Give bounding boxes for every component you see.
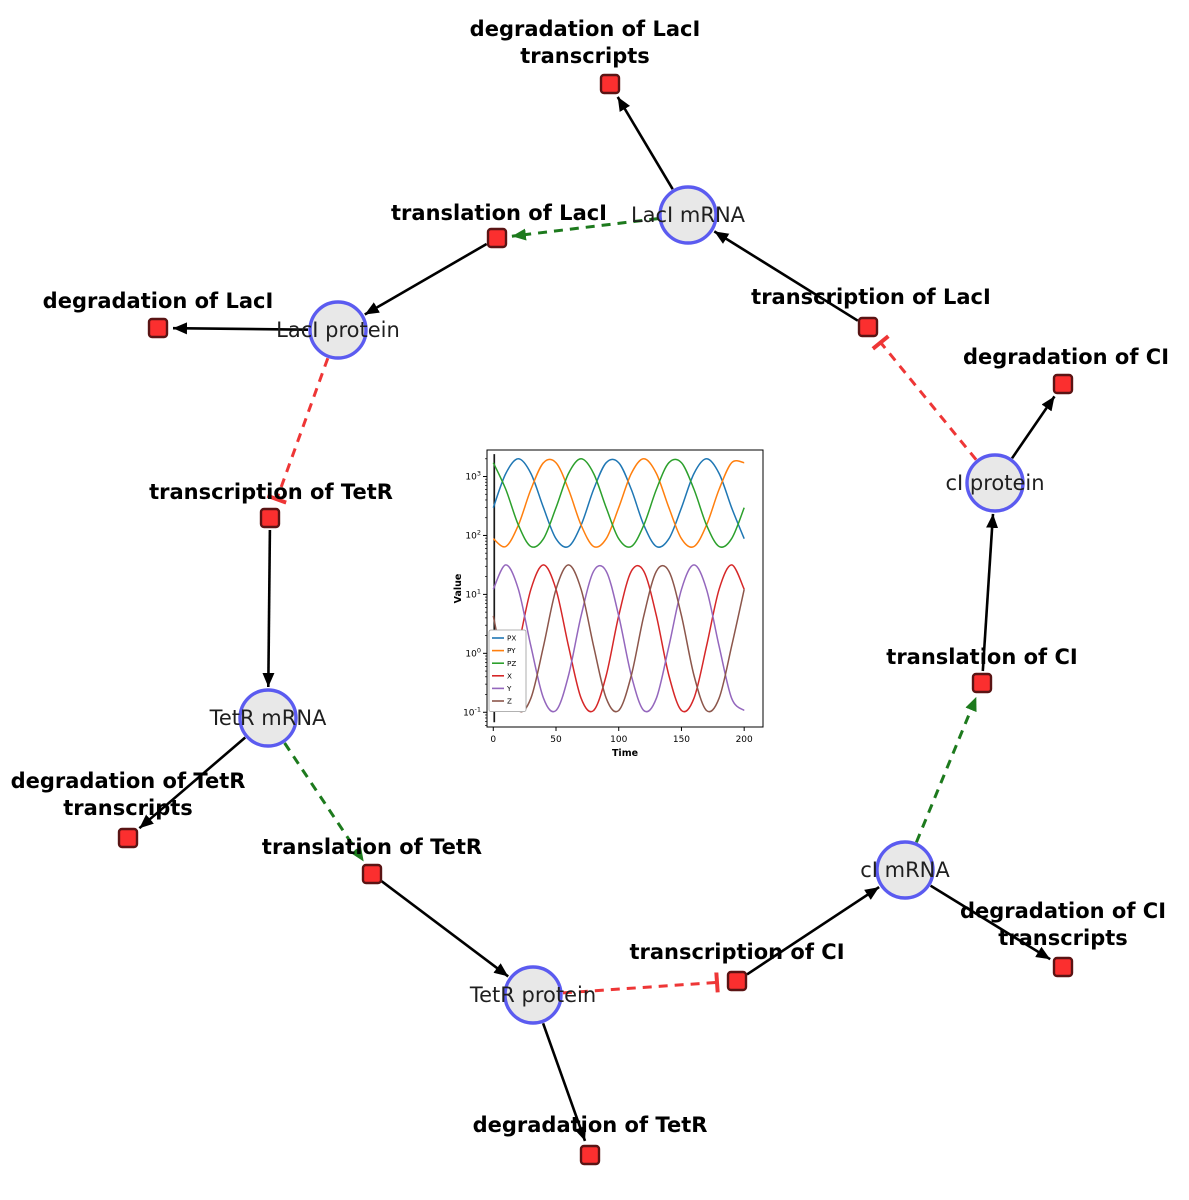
reaction-label-deg_laci_tx: degradation of LacI: [470, 17, 701, 41]
species-node-laci_mrna[interactable]: [658, 185, 718, 245]
reaction-node-deg_tetr_tx[interactable]: [117, 827, 139, 849]
reaction-node-deg_laci[interactable]: [147, 317, 169, 339]
reaction-node-transcription_tetr[interactable]: [259, 507, 281, 529]
y-axis-title: Value: [453, 574, 464, 604]
species-label-laci_prot: LacI protein: [276, 318, 400, 342]
legend-label-Y: Y: [506, 684, 512, 693]
reaction-label-deg_tetr_tx: degradation of TetR: [11, 769, 246, 793]
edge-laci_prot-transcription_tetr: [266, 357, 330, 505]
series-line-PY: [492, 458, 745, 548]
reaction-label-transcription_tetr: transcription of TetR: [149, 480, 393, 504]
edge-tetr_mrna-deg_tetr_tx: [138, 736, 247, 830]
reaction-node-transcription_laci[interactable]: [857, 316, 879, 338]
reaction-label-deg_ci_tx: transcripts: [998, 926, 1128, 950]
species-node-ci_mrna[interactable]: [875, 840, 935, 900]
edge-laci_mrna-translation_laci: [511, 217, 659, 241]
reaction-label-translation_ci: translation of CI: [886, 645, 1077, 669]
species-node-ci_prot[interactable]: [965, 453, 1025, 513]
reaction-node-translation_laci[interactable]: [486, 227, 508, 249]
series-line-Z: [492, 564, 745, 713]
reaction-label-transcription_ci: transcription of CI: [629, 940, 844, 964]
series-line-PZ: [492, 458, 745, 548]
x-tick-label: 0: [490, 735, 496, 745]
species-label-ci_mrna: cI mRNA: [860, 858, 950, 882]
reaction-node-translation_tetr[interactable]: [361, 863, 383, 885]
plot-background: [429, 436, 777, 764]
reaction-node-deg_ci_tx[interactable]: [1052, 956, 1074, 978]
reaction-node-transcription_ci[interactable]: [726, 970, 748, 992]
node-layer: [117, 73, 1074, 1166]
reaction-label-deg_laci_tx: transcripts: [520, 44, 650, 68]
edge-ci_prot-transcription_laci: [871, 334, 978, 461]
reaction-node-translation_ci[interactable]: [971, 672, 993, 694]
x-axis-title: Time: [612, 748, 638, 759]
edge-laci_mrna-deg_laci_tx: [616, 96, 674, 190]
edge-transcription_ci-ci_mrna: [746, 886, 880, 976]
species-node-laci_prot[interactable]: [308, 300, 368, 360]
species-label-laci_mrna: LacI mRNA: [631, 203, 746, 227]
legend-label-Z: Z: [507, 697, 512, 706]
species-node-tetr_prot[interactable]: [503, 965, 563, 1025]
reaction-node-deg_tetr[interactable]: [579, 1144, 601, 1166]
reaction-label-transcription_laci: transcription of LacI: [751, 285, 991, 309]
x-tick-label: 50: [550, 735, 562, 745]
edge-translation_tetr-tetr_prot: [380, 880, 509, 978]
edge-laci_prot-deg_laci: [172, 322, 309, 335]
legend-label-PX: PX: [507, 634, 516, 643]
reaction-label-deg_tetr_tx: transcripts: [63, 796, 193, 820]
edge-ci_mrna-deg_ci_tx: [929, 884, 1051, 961]
plot-axes-box: [486, 449, 764, 728]
species-node-tetr_mrna[interactable]: [238, 688, 298, 748]
edge-translation_ci-ci_prot: [981, 513, 999, 672]
edge-translation_laci-laci_prot: [364, 242, 488, 316]
species-label-ci_prot: cI protein: [945, 471, 1044, 495]
edge-tetr_mrna-translation_tetr: [283, 742, 365, 863]
edge-ci_mrna-translation_ci: [915, 696, 978, 843]
edge-tetr_prot-deg_tetr: [541, 1022, 587, 1142]
legend-label-PZ: PZ: [507, 659, 516, 668]
series-line-Y: [492, 564, 745, 713]
reaction-label-deg_ci: degradation of CI: [963, 345, 1169, 369]
species-label-tetr_prot: TetR protein: [469, 983, 596, 1007]
edge-transcription_laci-laci_mrna: [713, 230, 859, 322]
reaction-label-translation_tetr: translation of TetR: [262, 835, 482, 859]
x-tick-label: 150: [673, 735, 690, 745]
reaction-node-deg_ci[interactable]: [1052, 373, 1074, 395]
species-label-tetr_mrna: TetR mRNA: [209, 706, 327, 730]
reaction-node-deg_laci_tx[interactable]: [599, 73, 621, 95]
legend-label-PY: PY: [507, 646, 516, 655]
edge-tetr_prot-transcription_ci: [562, 972, 720, 995]
legend-label-X: X: [507, 671, 512, 680]
reaction-label-deg_tetr: degradation of TetR: [473, 1113, 708, 1137]
x-tick-label: 200: [736, 735, 753, 745]
reaction-label-deg_ci_tx: degradation of CI: [960, 899, 1166, 923]
edge-layer: [138, 96, 1056, 1142]
edge-ci_prot-deg_ci: [1010, 395, 1056, 460]
reaction-label-translation_laci: translation of LacI: [391, 201, 607, 225]
edge-transcription_tetr-tetr_mrna: [262, 529, 275, 688]
x-tick-label: 100: [610, 735, 627, 745]
reaction-label-deg_laci: degradation of LacI: [43, 289, 274, 313]
